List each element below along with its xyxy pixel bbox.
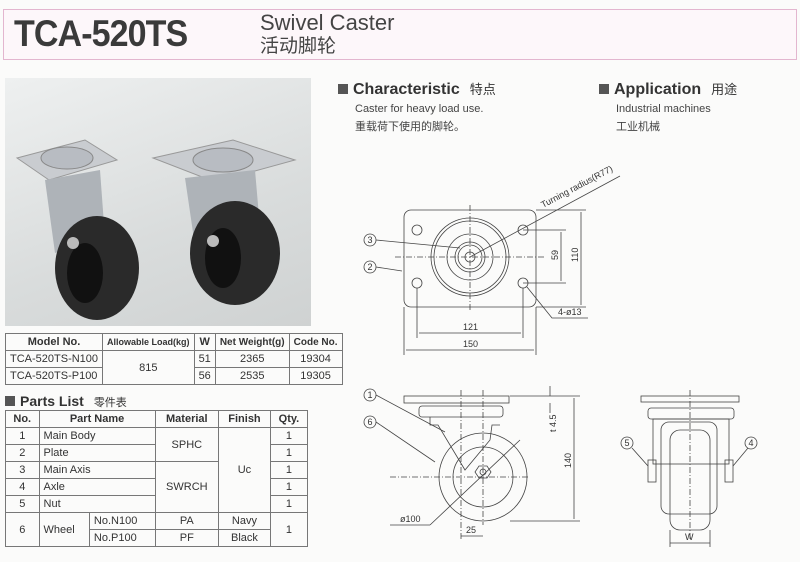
top-view: 3 2 Turning radius(R77) 59 110 121 150 4… xyxy=(363,164,621,355)
dim-110: 110 xyxy=(570,248,580,262)
cell-qty: 1 xyxy=(269,461,309,479)
cell-qty: 1 xyxy=(269,427,309,445)
callout-4: 4 xyxy=(748,438,753,448)
cell-finish: Black xyxy=(218,529,271,547)
turning-radius-label: Turning radius(R77) xyxy=(539,164,614,210)
cell-code: 19304 xyxy=(288,350,343,368)
bullet-square-icon xyxy=(338,84,348,94)
model-title: TCA-520TS xyxy=(14,13,188,54)
bullet-square-icon xyxy=(599,84,609,94)
cell-qty: 1 xyxy=(269,495,309,513)
title-banner xyxy=(3,9,797,60)
cell-material: PF xyxy=(154,529,220,547)
application-heading: Application 用途 xyxy=(599,80,737,99)
cell-model: TCA-520TS-N100 xyxy=(4,350,104,368)
cell-qty: 1 xyxy=(269,512,309,547)
col-material: Material xyxy=(154,410,220,428)
parts-list-heading: Parts List 零件表 xyxy=(5,392,127,413)
callout-3: 3 xyxy=(367,235,372,245)
caster-photo-illustration xyxy=(15,139,297,320)
cell-w: 56 xyxy=(193,367,216,385)
cell-no: 6 xyxy=(5,512,40,547)
cell-material: SWRCH xyxy=(154,461,220,513)
caster-right xyxy=(151,139,297,305)
cell-no: 3 xyxy=(5,461,40,479)
application-text: Industrial machines 工业机械 xyxy=(616,100,711,136)
dim-holes: 4-ø13 xyxy=(558,307,582,317)
cell-w: 51 xyxy=(193,350,216,368)
callout-2: 2 xyxy=(367,262,372,272)
dim-150: 150 xyxy=(463,339,478,349)
cell-qty: 1 xyxy=(269,478,309,496)
side-view: 1 6 t 4.5 140 ø100 25 xyxy=(363,386,580,540)
cell-material: PA xyxy=(154,512,220,530)
dim-25: 25 xyxy=(466,525,476,535)
cell-load: 815 xyxy=(102,350,195,385)
characteristic-cn: 重载荷下使用的脚轮。 xyxy=(355,121,465,133)
characteristic-heading: Characteristic 特点 xyxy=(338,80,496,99)
dim-140: 140 xyxy=(563,453,573,468)
col-part-name: Part Name xyxy=(38,410,156,428)
col-weight: Net Weight(g) xyxy=(214,333,290,351)
cell-no: 2 xyxy=(5,444,40,462)
dim-w: W xyxy=(685,532,694,542)
characteristic-text: Caster for heavy load use. 重载荷下使用的脚轮。 xyxy=(355,100,483,136)
cell-weight: 2365 xyxy=(214,350,290,368)
caster-left xyxy=(15,139,139,320)
col-finish: Finish xyxy=(218,410,271,428)
cell-variant: No.N100 xyxy=(88,512,156,530)
cell-name: Main Axis xyxy=(38,461,156,479)
cell-qty: 1 xyxy=(269,444,309,462)
cell-name: Main Body xyxy=(38,427,156,445)
cell-variant: No.P100 xyxy=(88,529,156,547)
cell-code: 19305 xyxy=(288,367,343,385)
col-w: W xyxy=(193,333,216,351)
product-photo xyxy=(5,78,311,326)
cell-model: TCA-520TS-P100 xyxy=(4,367,104,385)
front-view: 5 4 W xyxy=(620,390,758,547)
callout-5: 5 xyxy=(624,438,629,448)
cell-finish: Uc xyxy=(218,427,271,513)
bullet-square-icon xyxy=(5,396,15,406)
col-model: Model No. xyxy=(4,333,104,351)
cell-material: SPHC xyxy=(154,427,220,462)
parts-title-cn: 零件表 xyxy=(93,397,127,409)
cell-no: 1 xyxy=(5,427,40,445)
subtitle-en: Swivel Caster xyxy=(260,10,395,35)
parts-title: Parts List xyxy=(20,393,84,409)
callout-1: 1 xyxy=(367,390,372,400)
cell-finish: Navy xyxy=(218,512,271,530)
cell-name: Axle xyxy=(38,478,156,496)
cell-name: Plate xyxy=(38,444,156,462)
application-cn: 工业机械 xyxy=(616,121,660,133)
cell-weight: 2535 xyxy=(214,367,290,385)
application-en: Industrial machines xyxy=(616,103,711,115)
dim-thickness: t 4.5 xyxy=(548,414,558,432)
application-title-cn: 用途 xyxy=(711,82,738,97)
dim-diameter: ø100 xyxy=(400,514,421,524)
cell-no: 4 xyxy=(5,478,40,496)
characteristic-title-cn: 特点 xyxy=(469,82,496,97)
callout-6: 6 xyxy=(367,417,372,427)
col-no: No. xyxy=(5,410,40,428)
characteristic-title: Characteristic xyxy=(353,81,460,98)
subtitle-cn: 活动脚轮 xyxy=(260,36,337,57)
col-qty: Qty. xyxy=(269,410,309,428)
cell-name: Wheel xyxy=(38,512,90,547)
dim-121: 121 xyxy=(463,322,478,332)
application-title: Application xyxy=(614,81,702,98)
cell-name: Nut xyxy=(38,495,156,513)
technical-drawing: 3 2 Turning radius(R77) 59 110 121 150 4… xyxy=(363,164,758,547)
cell-no: 5 xyxy=(5,495,40,513)
col-load: Allowable Load(kg) xyxy=(102,333,195,351)
characteristic-en: Caster for heavy load use. xyxy=(355,103,484,115)
dim-59: 59 xyxy=(550,250,560,260)
